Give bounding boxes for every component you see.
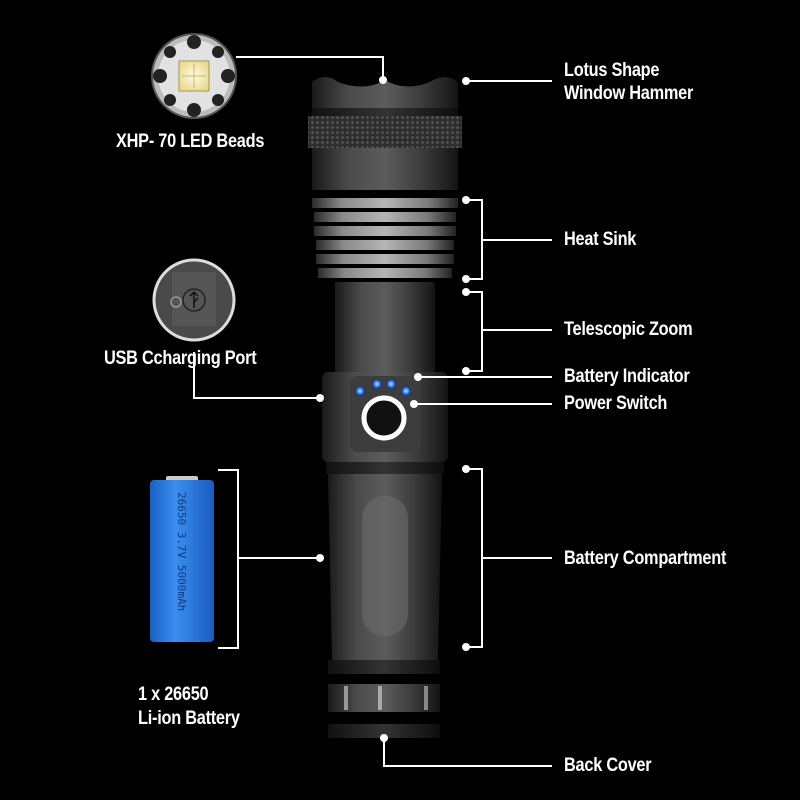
label-telescopic-zoom: Telescopic Zoom — [564, 319, 693, 340]
label-battery-compartment: Battery Compartment — [564, 548, 727, 569]
heat-sink-fins — [312, 198, 458, 278]
label-heat-sink: Heat Sink — [564, 229, 637, 250]
battery-print: 26650 3.7V 5000mAh — [175, 492, 188, 611]
label-battery-count: 1 x 26650 — [138, 684, 209, 705]
label-battery-type: Li-ion Battery — [138, 708, 240, 729]
label-battery-indicator: Battery Indicator — [564, 366, 690, 387]
callout-lines — [193, 56, 552, 767]
label-back-cover: Back Cover — [564, 755, 652, 776]
label-usb-port: USB Ccharging Port — [104, 348, 257, 369]
callout-dots — [316, 76, 470, 742]
label-led-beads: XHP- 70 LED Beads — [116, 131, 265, 152]
label-window-hammer: Window Hammer — [564, 83, 694, 104]
label-power-switch: Power Switch — [564, 393, 668, 414]
battery-illustration: 26650 3.7V 5000mAh — [150, 476, 214, 642]
label-lotus-shape: Lotus Shape — [564, 60, 660, 81]
usb-port-inset — [152, 258, 236, 342]
led-bead-inset — [151, 33, 237, 119]
